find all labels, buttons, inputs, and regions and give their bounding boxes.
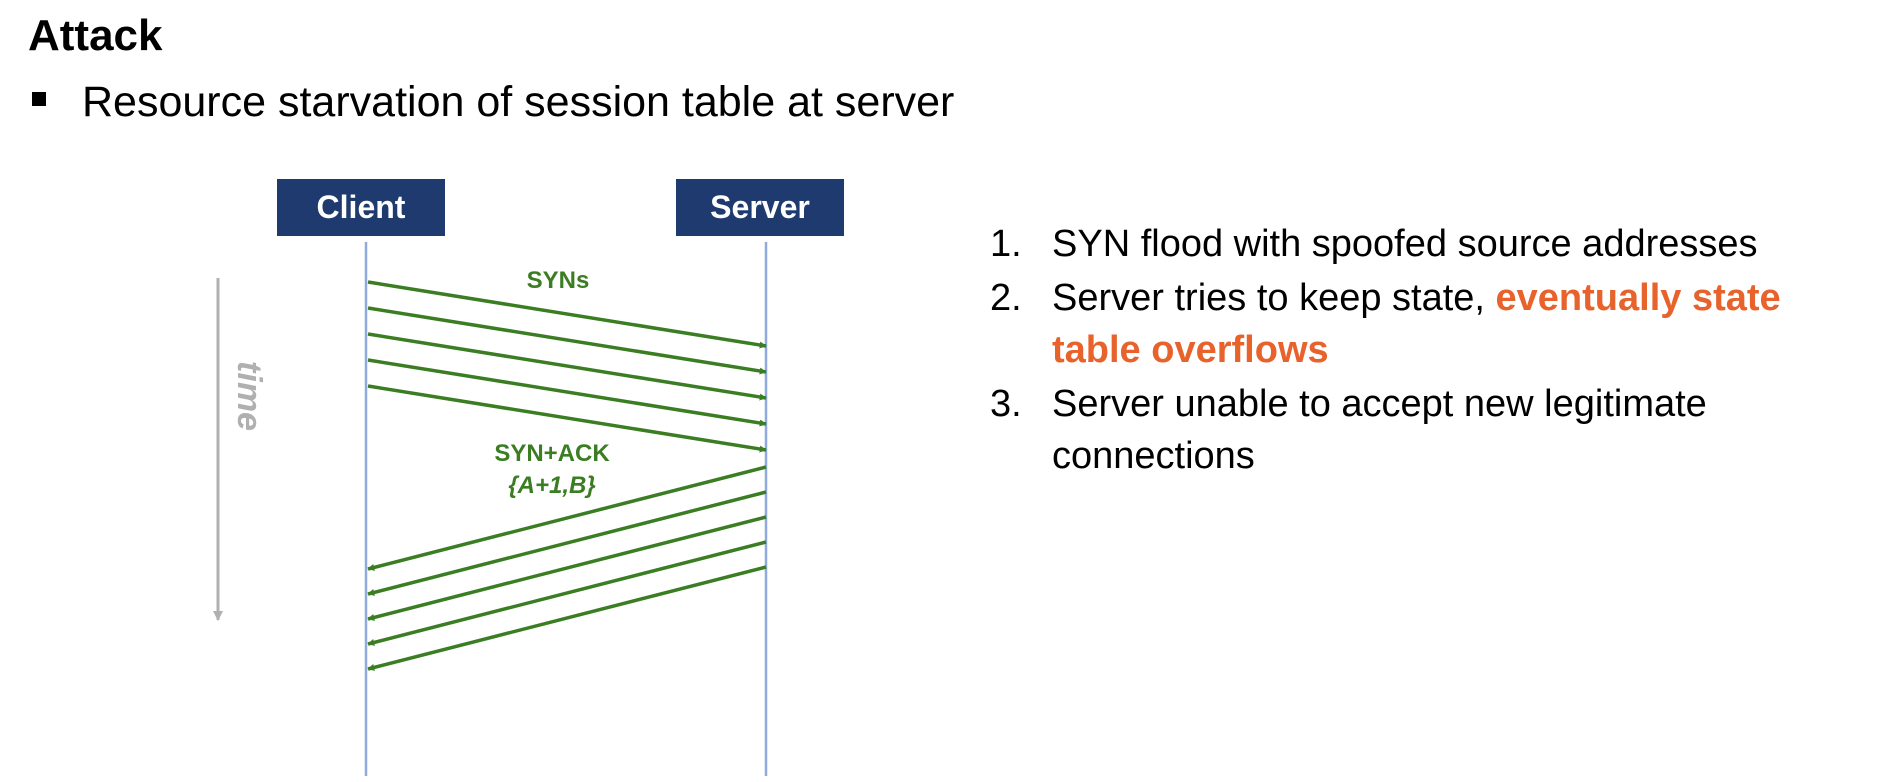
step-highlight: eventually state table overflows xyxy=(1052,277,1781,371)
synack-sub-label: {A+1,B} xyxy=(508,472,595,499)
bullet-text: Resource starvation of session table at … xyxy=(82,78,955,126)
server-header-box xyxy=(676,179,844,236)
step-text: SYN flood with spoofed source addresses xyxy=(1052,223,1758,265)
client-label: Client xyxy=(317,189,406,225)
bullet-item: Resource starvation of session table at … xyxy=(32,72,954,132)
slide-title: Attack xyxy=(28,11,163,60)
synack-arrow-group xyxy=(367,465,767,671)
time-label: time xyxy=(230,361,268,431)
step-number: 3. xyxy=(990,383,1022,425)
step-number: 1. xyxy=(990,223,1022,265)
step-text-wrap: SYN flood with spoofed source addresses xyxy=(1052,218,1872,270)
step-text-wrap: Server unable to accept new legitimate c… xyxy=(1052,378,1872,482)
server-header: Server xyxy=(676,179,844,236)
syn-arrow xyxy=(367,332,767,401)
syn-arrow xyxy=(367,280,767,349)
client-header: Client xyxy=(277,179,445,236)
server-label: Server xyxy=(710,189,810,225)
step-text: Server tries to keep state, xyxy=(1052,277,1496,319)
synack-arrow xyxy=(367,490,767,596)
syn-arrow xyxy=(367,306,767,375)
step-number: 2. xyxy=(990,277,1022,319)
step-text: Server unable to accept new legitimate c… xyxy=(1052,383,1707,477)
bullet-square-icon xyxy=(32,92,46,106)
step-text-wrap: Server tries to keep state, eventually s… xyxy=(1052,272,1872,376)
synack-arrow xyxy=(367,540,767,646)
synack-arrow xyxy=(367,565,767,671)
syn-arrow xyxy=(367,358,767,427)
step-item: 3. Server unable to accept new legitimat… xyxy=(990,378,1872,482)
synack-label: SYN+ACK xyxy=(494,440,610,467)
client-header-box xyxy=(277,179,445,236)
synack-arrow xyxy=(367,465,767,571)
step-item: 1. SYN flood with spoofed source address… xyxy=(990,218,1872,270)
syn-label: SYNs xyxy=(527,267,590,294)
steps-list: 1. SYN flood with spoofed source address… xyxy=(990,218,1872,484)
syn-arrow xyxy=(367,384,767,453)
step-item: 2. Server tries to keep state, eventuall… xyxy=(990,272,1872,376)
syn-arrow-group xyxy=(367,280,767,453)
synack-arrow xyxy=(367,515,767,621)
